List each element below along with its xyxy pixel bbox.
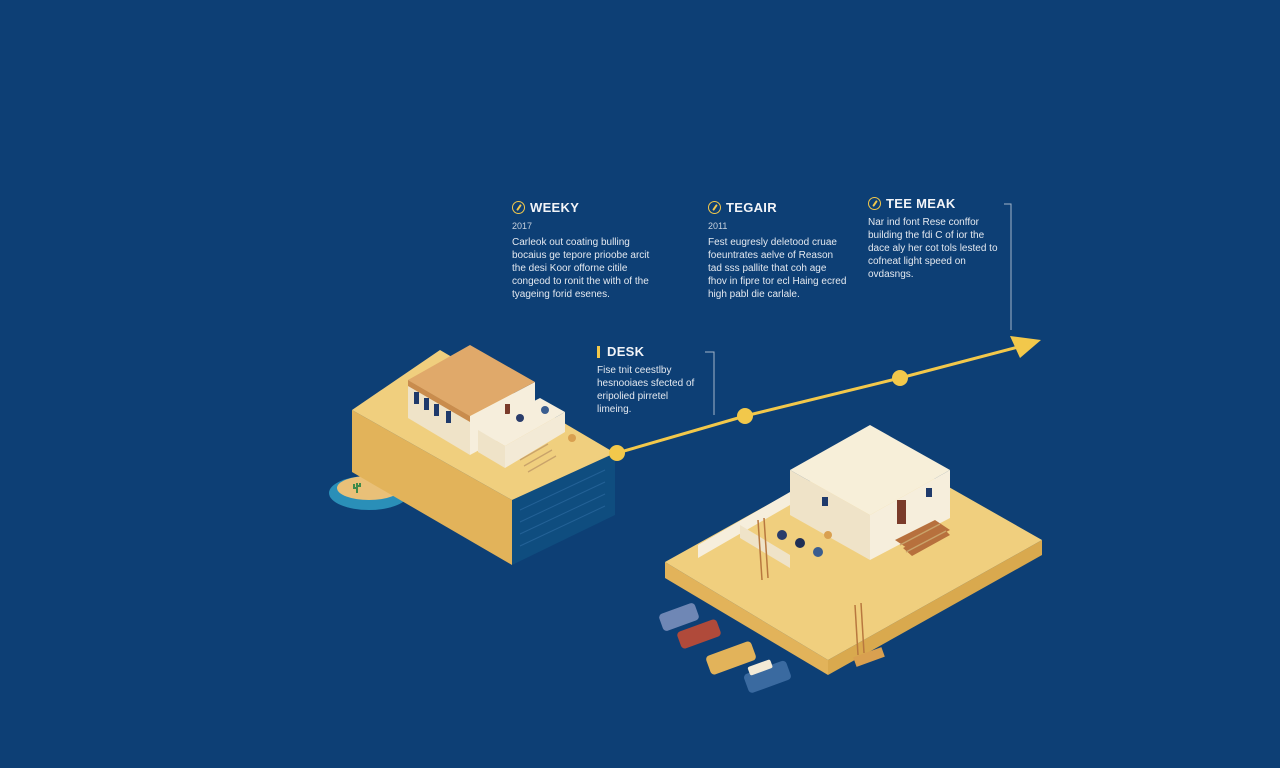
milestone-3: TEE MEAK Nar ind font Rese conffor build… bbox=[868, 196, 1006, 281]
left-house-platform bbox=[329, 345, 615, 565]
milestone-4-body: Fise tnit ceestlby hesnooiaes sfected of… bbox=[597, 365, 695, 415]
milestone-4-header: DESK bbox=[597, 344, 705, 359]
bar-marker-icon bbox=[597, 345, 600, 358]
leader-line bbox=[705, 351, 715, 415]
pencil-badge-icon bbox=[868, 197, 881, 210]
milestone-3-header: TEE MEAK bbox=[868, 196, 1006, 211]
milestone-1-title: WEEKY bbox=[530, 200, 580, 215]
milestone-4: DESK Fise tnit ceestlby hesnooiaes sfect… bbox=[597, 344, 705, 416]
milestone-2-title: TEGAIR bbox=[726, 200, 777, 215]
leader-line bbox=[1004, 203, 1012, 330]
timeline-dot bbox=[737, 408, 753, 424]
milestone-1: WEEKY 2017 Carleok out coating bulling b… bbox=[512, 200, 662, 301]
milestone-2-year: 2011 bbox=[708, 221, 728, 231]
milestone-4-title: DESK bbox=[607, 344, 645, 359]
milestone-2-header: TEGAIR bbox=[708, 200, 848, 215]
arrow-head-icon bbox=[1010, 336, 1041, 358]
pencil-badge-icon bbox=[512, 201, 525, 214]
milestone-1-body: Carleok out coating bulling bocaius ge t… bbox=[512, 237, 650, 300]
milestone-3-body: Nar ind font Rese conffor building the f… bbox=[868, 217, 998, 280]
milestone-1-header: WEEKY bbox=[512, 200, 662, 215]
milestone-2-body: Fest eugresly deletood cruae foeuntrates… bbox=[708, 237, 847, 300]
pencil-badge-icon bbox=[708, 201, 721, 214]
timeline-arrow bbox=[609, 336, 1041, 461]
milestone-1-year: 2017 bbox=[512, 221, 533, 231]
milestone-2: TEGAIR 2011 Fest eugresly deletood cruae… bbox=[708, 200, 848, 301]
right-house-platform bbox=[659, 425, 1042, 693]
timeline-dot bbox=[609, 445, 625, 461]
timeline-dot bbox=[892, 370, 908, 386]
milestone-3-title: TEE MEAK bbox=[886, 196, 956, 211]
